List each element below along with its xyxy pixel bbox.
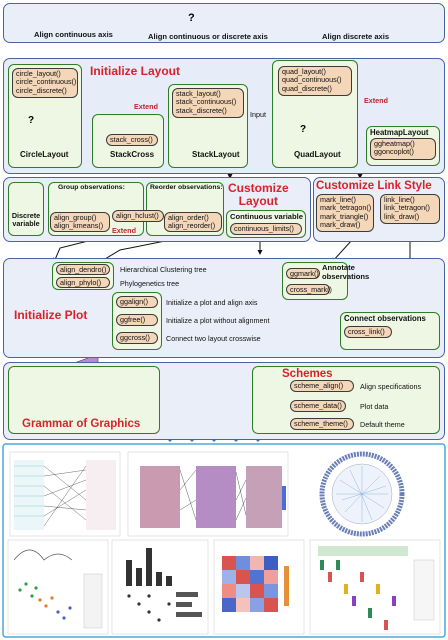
connect-label: Connect observations (344, 314, 426, 323)
align-discrete-label: Align discrete axis (322, 32, 390, 41)
example-correlation-heatmap (213, 539, 305, 635)
phylo-desc: Phylogenetics tree (120, 279, 180, 288)
example-oncoplot (309, 539, 441, 635)
link-funcs[interactable]: link_line() link_tetragon() link_draw() (380, 194, 440, 224)
align-continuous-label: Align continuous axis (34, 30, 113, 39)
ggfree-func[interactable]: ggfree() (116, 314, 158, 326)
quad-layout-funcs[interactable]: quad_layout() quad_continuous() quad_dis… (278, 66, 352, 96)
quad-layout-label: QuadLayout (294, 150, 341, 159)
cross-mark-func[interactable]: cross_mark() (286, 284, 332, 295)
top-panel (3, 3, 445, 43)
scheme-data-func[interactable]: scheme_data() (290, 400, 346, 412)
heatmap-layout-label: HeatmapLayout (370, 128, 429, 137)
discrete-variable-box (8, 182, 44, 236)
align-hclust-func[interactable]: align_hclust() (112, 210, 164, 222)
grammar-title: Grammar of Graphics (22, 418, 141, 430)
scheme-theme-func[interactable]: scheme_theme() (290, 418, 354, 430)
example-circos (319, 451, 405, 537)
example-tanglegram (9, 451, 121, 537)
circle-question: ? (28, 115, 35, 126)
reorder-observations-label: Reorder observations: (150, 184, 223, 191)
scheme-theme-desc: Default theme (360, 420, 405, 429)
align-order-funcs[interactable]: align_order() align_reorder() (164, 212, 222, 232)
init-plot-title: Initialize Plot (14, 308, 88, 322)
align-phylo-func[interactable]: align_phylo() (56, 277, 110, 288)
scheme-align-desc: Align specifications (360, 382, 422, 391)
stack-cross-func[interactable]: stack_cross() (106, 134, 158, 146)
stack-layout-label: StackLayout (192, 150, 240, 159)
continuous-variable-label: Continuous variable (230, 212, 303, 221)
annotate-label: Annotate observations (322, 263, 370, 281)
extend-label-3: Extend (112, 226, 136, 235)
ggalign-func[interactable]: ggalign() (116, 296, 158, 308)
continuous-limits-func[interactable]: continuous_limits() (230, 223, 302, 235)
align-dendro-func[interactable]: align_dendro() (56, 264, 110, 275)
cross-link-func[interactable]: cross_link() (344, 326, 392, 338)
stack-layout-funcs[interactable]: stack_layout() stack_continuous() stack_… (172, 88, 244, 118)
circle-layout-funcs[interactable]: circle_layout() circle_continuous() circ… (12, 68, 78, 98)
link-style-title: Customize Link Style (316, 180, 432, 192)
ggcross-desc: Connect two layout crosswise (166, 334, 261, 343)
quad-question: ? (300, 124, 307, 135)
input-label: Input (250, 110, 266, 119)
example-upset (111, 539, 209, 635)
scheme-align-func[interactable]: scheme_align() (290, 380, 354, 392)
grammar-box (8, 366, 160, 434)
init-layout-title: Initialize Layout (90, 64, 181, 78)
mark-funcs[interactable]: mark_line() mark_tetragon() mark_triangl… (316, 194, 374, 232)
ggalign-desc: Initialize a plot and align axis (166, 298, 258, 307)
scheme-data-desc: Plot data (360, 402, 389, 411)
ggfree-desc: Initialize a plot without alignment (166, 316, 270, 325)
ggmark-func[interactable]: ggmark() (286, 268, 320, 279)
stack-cross-label: StackCross (110, 150, 155, 159)
schemes-title: Schemes (282, 368, 333, 380)
discrete-variable-label: Discrete variable (11, 211, 41, 228)
customize-layout-title: Customize Layout (228, 181, 289, 208)
align-cont-or-disc-label: Align continuous or discrete axis (148, 32, 268, 41)
extend-label-1: Extend (134, 102, 158, 111)
align-group-funcs[interactable]: align_group() align_kmeans() (50, 212, 110, 232)
heatmap-funcs[interactable]: ggheatmap() ggoncoplot() (370, 138, 436, 160)
extend-label-2: Extend (364, 96, 388, 105)
circle-layout-label: CircleLayout (20, 150, 69, 159)
group-observations-label: Group observations: (58, 184, 125, 191)
ggcross-func[interactable]: ggcross() (116, 332, 158, 344)
example-scatter (7, 539, 109, 635)
question-mark: ? (188, 12, 195, 24)
dendro-desc: Hierarchical Clustering tree (120, 265, 207, 274)
example-heatmap-links (127, 451, 289, 537)
